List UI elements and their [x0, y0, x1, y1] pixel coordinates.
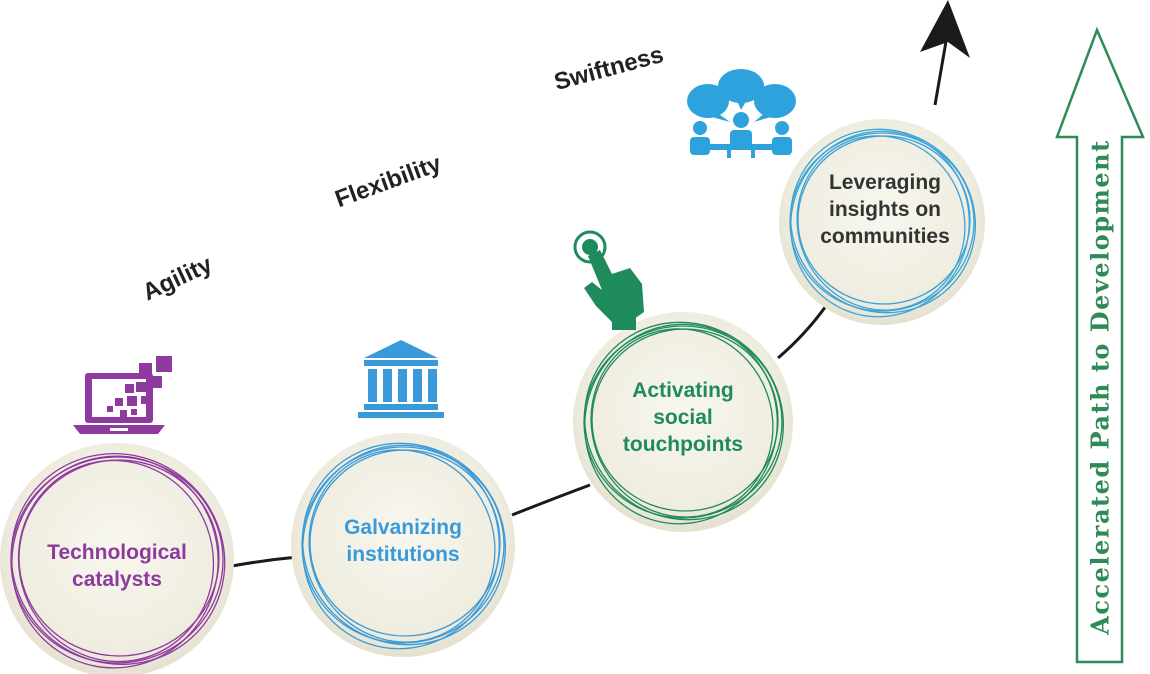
stage-label-2-line-2: institutions — [346, 543, 460, 566]
institution-icon — [358, 340, 444, 418]
stage-label-1-line-1: Technological — [47, 541, 187, 564]
arrow-label: Accelerated Path to Development — [1085, 139, 1115, 635]
stage-label-2: Galvanizing institutions — [303, 514, 503, 568]
stage-label-3: Activating social touchpoints — [583, 377, 783, 458]
stage-label-1: Technological catalysts — [17, 539, 217, 593]
stage-circle-1 — [0, 443, 234, 674]
stage-label-4-line-2: insights on — [829, 198, 941, 221]
stage-label-4: Leveraging insights on communities — [790, 169, 980, 250]
development-arrow — [1055, 26, 1145, 664]
stage-label-3-line-2: social — [653, 406, 713, 429]
community-icon — [687, 69, 796, 158]
stage-label-2-line-1: Galvanizing — [344, 516, 462, 539]
stage-label-4-line-3: communities — [820, 225, 950, 248]
path-arrowhead — [920, 0, 970, 58]
stage-circle-4 — [779, 119, 985, 325]
touch-icon — [573, 230, 644, 330]
stage-label-4-line-1: Leveraging — [828, 171, 942, 194]
stage-circle-3 — [573, 312, 793, 532]
stage-label-3-line-1: Activating — [632, 379, 734, 402]
laptop-icon — [73, 356, 172, 434]
stage-circle-2 — [291, 433, 515, 657]
stage-label-1-line-2: catalysts — [72, 568, 162, 591]
stage-label-3-line-3: touchpoints — [622, 433, 744, 456]
